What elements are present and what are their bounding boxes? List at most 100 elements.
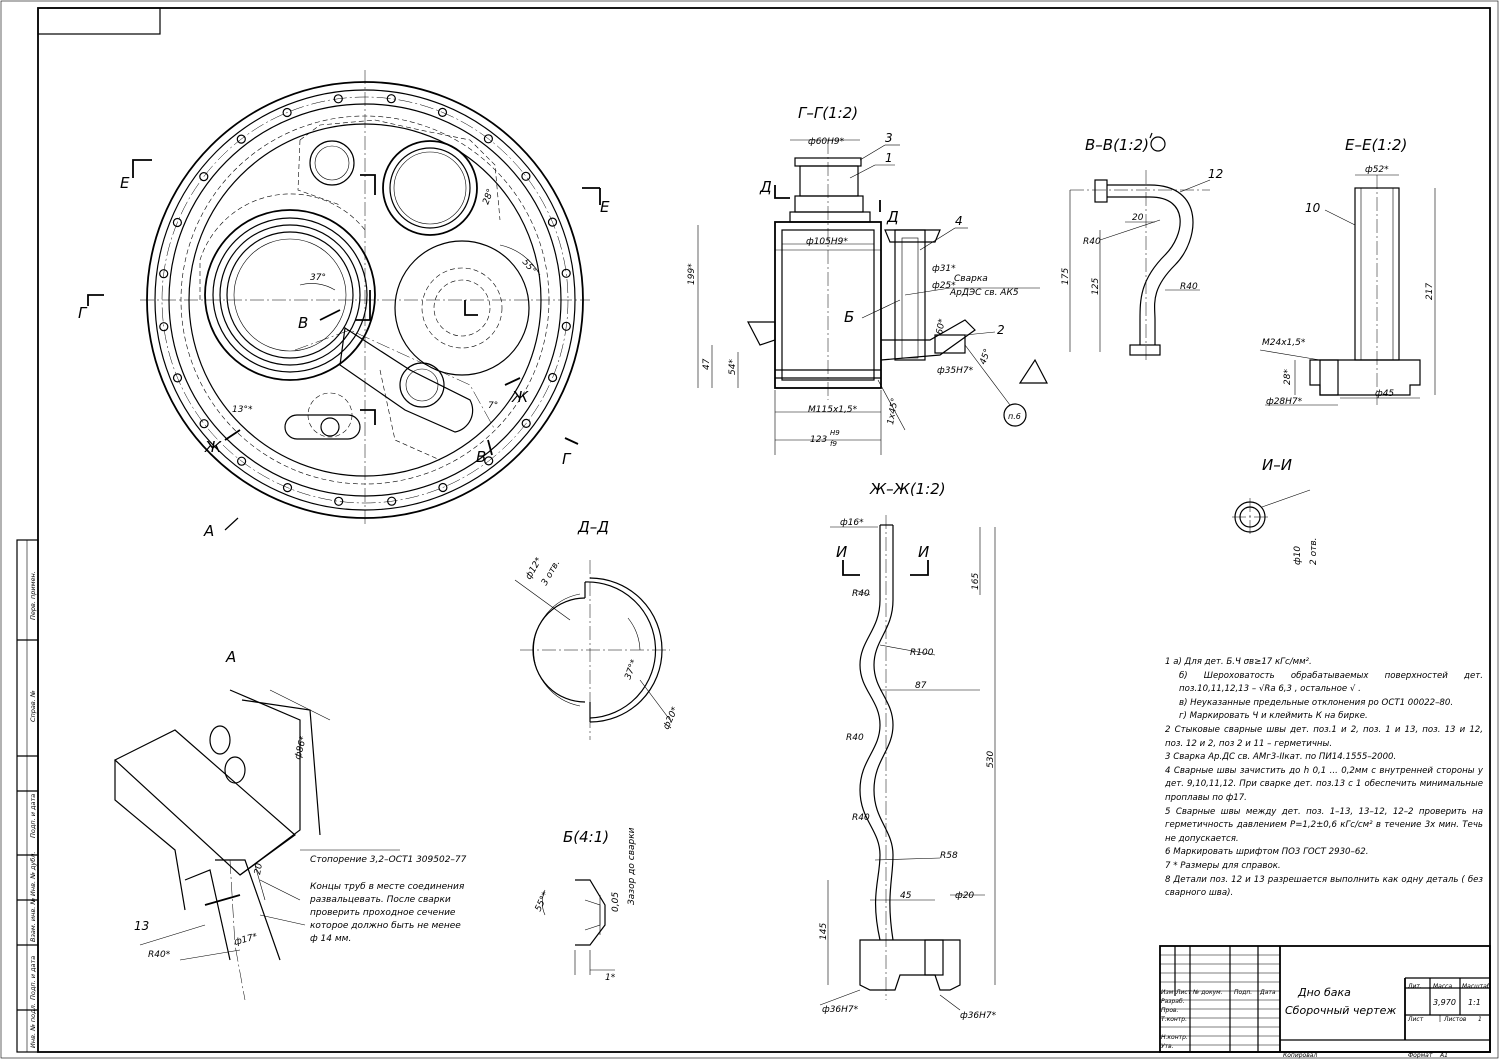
note-8: 8 Детали поз. 12 и 13 разрешается выполн… [1165,874,1483,899]
tb-prov: Пров. [1161,1007,1179,1014]
bolt-holes [159,94,571,506]
gg-dim-h9: Н9 [830,429,840,437]
mark-E-right: Е [600,198,610,216]
zh-dim-20: ф20 [955,891,974,901]
mark-Zh-left: Ж [204,438,222,456]
view-ee: Е–Е(1:2) [1259,136,1436,406]
tb-name-2: Сборочный чертеж [1285,1004,1396,1017]
note-5: 5 Сварные швы между дет. поз. 1–13, 13–1… [1165,806,1483,844]
tb-name-1: Дно бака [1297,986,1351,999]
tb-podp: Подп. [1234,989,1252,996]
note-3: 3 Сварка Ар.ДС св. АМг3-IIкат. по ПИ14.1… [1165,752,1397,763]
dd-dim-37: 37°* [623,658,640,681]
ee-dim-28h7: ф28Н7* [1266,397,1303,407]
vv-dim-r40b: R40 [1180,282,1198,292]
vv-dim-r40a: R40 [1083,237,1101,247]
tb-utv: Утв. [1161,1043,1174,1050]
bolt-hole [199,172,209,182]
mark-E-left: Е [120,174,130,192]
gg-dim-31: ф31* [932,264,956,274]
bolt-hole [521,171,531,181]
zh-dim-r40b: R40 [846,733,864,743]
tb-data: Дата [1259,989,1276,996]
main-view-labels: Е Е Г Г В В Ж Ж А [78,159,610,540]
bolt-hole [561,268,571,278]
tb-scale: Масштаб [1462,983,1491,990]
bolt-hole [547,217,558,227]
tb-format: Формат [1408,1052,1433,1059]
zh-dim-45: 45 [900,891,912,901]
bolt-hole [521,418,531,428]
dim-13: 13°* [232,405,253,415]
a-ends-1: Концы труб в месте соединения [310,882,465,892]
gg-dim-25: ф25* [932,281,956,291]
b-dim-005: 0,05 [611,892,621,912]
weld-note: Сварка [954,274,988,284]
dim-28: 28° [481,188,496,206]
ee-dim-217: 217 [1425,283,1435,300]
mark-A: А [203,522,214,540]
side-stamp-4: Инв. № дубл. [29,852,37,896]
zh-dim-r58: R58 [940,851,958,861]
main-plan-view [140,70,590,525]
side-stamp-5: Взам. инв. № [29,898,37,942]
bolt-hole [159,269,169,279]
tb-lit: Лит. [1407,983,1422,990]
mark-D-left: Д [759,178,772,196]
zh-dim-530: 530 [986,751,996,768]
tb-copied: Копировал [1283,1052,1317,1059]
technical-requirements: 1 а) Для дет. Б.Ч σв≥17 кГс/мм². б) Шеро… [1165,656,1483,901]
mark-Zh-right: Ж [511,388,529,406]
note-1a: 1 а) Для дет. Б.Ч σв≥17 кГс/мм². [1165,657,1312,667]
gg-dim-f9: f9 [830,440,837,448]
zh-dim-r40c: R40 [852,813,870,823]
dim-37: 37° [310,273,326,283]
view-gg-title: Г–Г(1:2) [798,104,858,122]
view-a-title: А [225,648,236,666]
gg-dim-60: ф60Н9* [808,137,845,147]
gg-dim-123: 123 [810,435,827,445]
view-vv-labels: 20 R40 R40 175 125 12 [1061,167,1223,295]
view-zhzh: Ж–Ж(1:2) [819,480,996,1011]
view-b-detail: Б(4:1) [541,828,615,975]
mark-B: Б [844,308,854,326]
side-stamp-2: Справ. № [29,690,37,722]
vv-dim-20: 20 [1132,213,1144,223]
a-stop-note: Стопорение 3,2–ОСТ1 309502–77 [310,855,467,865]
tb-tkontr: Т.контр. [1161,1016,1187,1023]
view-vv: В–В(1:2) [1069,132,1211,360]
view-gg: Г–Г(1:2) [697,104,1048,455]
mark-V-bottom: В [476,448,486,466]
gg-dim-54: 54* [728,359,738,375]
bolt-hole [282,483,293,493]
bolt-hole [199,419,209,429]
callout-2: 2 [997,323,1005,337]
gg-dim-60b: 60* [935,318,948,336]
bolt-hole [438,482,448,493]
callout-4: 4 [955,214,963,228]
a-dim-17: ф17* [233,932,259,948]
vv-dim-125: 125 [1091,278,1101,295]
gg-dim-47: 47 [702,358,712,370]
b-gap-note: Зазор до сварки [627,827,637,905]
bolt-hole [334,496,344,506]
view-zhzh-title: Ж–Ж(1:2) [869,480,946,498]
ii-dim-10: ф10 [1293,546,1303,565]
callout-12: 12 [1208,167,1223,181]
view-ii: И–И [1232,456,1311,536]
note-1d: г) Маркировать Ч и клеймить К на бирке. [1179,711,1368,722]
gg-dim-m115: М115х1,5* [808,405,858,415]
bolt-hole [159,322,169,332]
callout-1: 1 [885,151,893,165]
gg-dim-chamfer: 1х45° [886,397,901,425]
mark-I-right: И [918,543,929,561]
bolt-hole [172,217,182,228]
tb-sheet: Лист [1407,1016,1424,1023]
dim-7: 7° [488,401,498,411]
note-6: 6 Маркировать шрифтом ПО3 ГОСТ 2930–62. [1165,847,1369,858]
tb-list: Лист [1175,989,1192,996]
vv-dim-175: 175 [1061,268,1071,285]
ee-dim-45: ф45 [1375,389,1394,399]
zh-dim-145: 145 [819,923,829,940]
